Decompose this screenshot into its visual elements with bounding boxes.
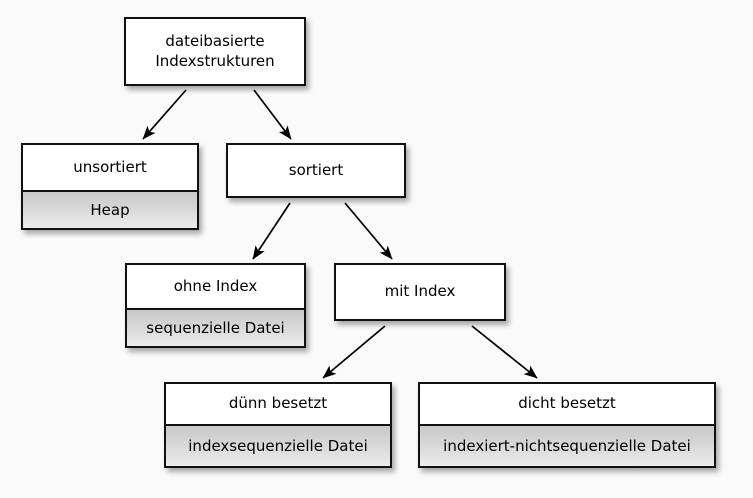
edge-sortiert-to-mit-index <box>344 202 393 260</box>
edge-sortiert-to-ohne-index <box>252 202 291 260</box>
node-unsortiert-title: unsortiert <box>23 145 197 192</box>
node-dicht-besetzt-title: dicht besetzt <box>420 384 714 426</box>
node-unsortiert-subtitle: Heap <box>23 192 197 228</box>
edge-root-to-unsortiert <box>142 89 187 140</box>
node-mit-index-title: mit Index <box>336 265 504 319</box>
edge-mit-index-to-dicht-besetzt <box>471 325 538 379</box>
node-duenn-besetzt[interactable]: dünn besetzt indexsequenzielle Datei <box>164 382 392 468</box>
node-sortiert[interactable]: sortiert <box>226 143 406 198</box>
node-sortiert-title: sortiert <box>228 145 404 196</box>
node-ohne-index[interactable]: ohne Index sequenzielle Datei <box>125 263 306 348</box>
node-unsortiert[interactable]: unsortiert Heap <box>21 143 199 230</box>
node-root-title: dateibasierte Indexstrukturen <box>126 19 304 84</box>
edge-mit-index-to-duenn-besetzt <box>322 325 386 379</box>
node-duenn-besetzt-title: dünn besetzt <box>166 384 390 426</box>
node-dicht-besetzt[interactable]: dicht besetzt indexiert-nichtsequenziell… <box>418 382 716 468</box>
node-duenn-besetzt-subtitle: indexsequenzielle Datei <box>166 426 390 466</box>
edge-root-to-sortiert <box>253 89 292 140</box>
node-ohne-index-title: ohne Index <box>127 265 304 310</box>
node-dicht-besetzt-subtitle: indexiert-nichtsequenzielle Datei <box>420 426 714 466</box>
node-mit-index[interactable]: mit Index <box>334 263 506 321</box>
node-ohne-index-subtitle: sequenzielle Datei <box>127 310 304 346</box>
node-root[interactable]: dateibasierte Indexstrukturen <box>124 17 306 86</box>
